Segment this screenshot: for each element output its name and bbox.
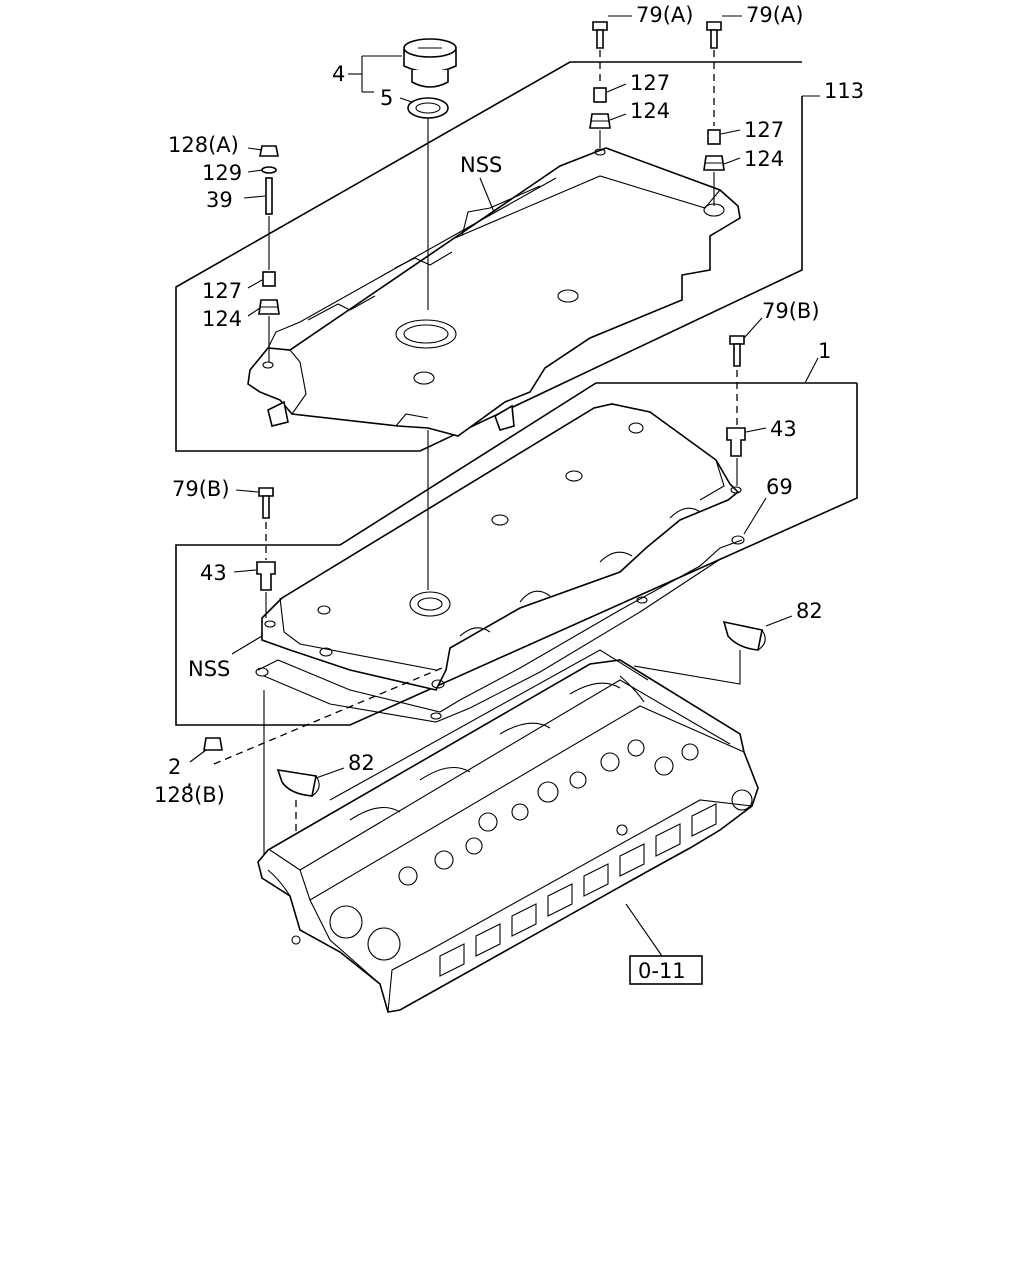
label-bolt-79b-right: 79(B) — [762, 299, 820, 323]
head-cover-bracket — [175, 382, 858, 726]
collar-127-right — [707, 129, 721, 145]
label-grommet-124-lower: 124 — [202, 307, 242, 331]
grommet-124-left — [589, 113, 611, 129]
label-reference-box: 0-11 — [638, 959, 686, 983]
label-cover-assembly: 113 — [824, 79, 864, 103]
cover-assembly-bracket — [175, 61, 803, 452]
bolt-79a-right — [706, 21, 722, 49]
label-spacer-43-left: 43 — [200, 561, 227, 585]
nut-128a — [259, 145, 279, 157]
label-cap: 4 — [332, 62, 345, 86]
label-grommet-124-right: 124 — [744, 147, 784, 171]
label-grommet-124-left: 124 — [630, 99, 670, 123]
cylinder-head-cover — [261, 403, 742, 691]
label-collar-127-left: 127 — [630, 71, 670, 95]
label-stud-39: 39 — [206, 188, 233, 212]
label-bolt-79b-left: 79(B) — [172, 477, 230, 501]
washer-129 — [261, 166, 277, 174]
label-nut-128b-index: 2 — [168, 755, 181, 779]
bolt-79b-right — [729, 335, 745, 367]
collar-127-left — [593, 87, 607, 103]
label-bolt-79a-left: 79(A) — [636, 3, 693, 27]
label-bolt-79a-right: 79(A) — [746, 3, 803, 27]
spacer-43-left — [256, 561, 276, 591]
bolt-79b-left — [258, 487, 274, 519]
engine-top-cover — [247, 147, 741, 437]
label-plug-82-left: 82 — [348, 751, 375, 775]
cylinder-head — [257, 649, 759, 1013]
grommet-124-lower — [258, 299, 280, 315]
label-washer-129: 129 — [202, 161, 242, 185]
label-nut-128b: 128(B) — [154, 783, 225, 807]
collar-127-lower — [262, 271, 276, 287]
label-head-cover: 1 — [818, 339, 831, 363]
label-collar-127-right: 127 — [744, 118, 784, 142]
reference-box — [629, 955, 703, 985]
oil-filler-seal — [407, 97, 449, 119]
label-plug-82-right: 82 — [796, 599, 823, 623]
label-nut-128a: 128(A) — [168, 133, 239, 157]
grommet-124-right — [703, 155, 725, 171]
label-nss-lower: NSS — [188, 657, 230, 681]
head-cover-gasket — [255, 535, 745, 723]
nut-128b — [203, 737, 223, 751]
semicircular-plug-right — [722, 620, 766, 651]
stud-39 — [265, 177, 273, 215]
label-collar-127-lower: 127 — [202, 279, 242, 303]
label-spacer-43-right: 43 — [770, 417, 797, 441]
semicircular-plug-left — [276, 769, 320, 797]
label-nut-128b-separator: , — [186, 767, 193, 791]
bolt-79a-left — [592, 21, 608, 49]
oil-filler-cap — [403, 38, 457, 88]
label-nss-upper: NSS — [460, 153, 502, 177]
label-cap-seal: 5 — [380, 86, 393, 110]
spacer-43-right — [726, 427, 746, 457]
label-gasket-69: 69 — [766, 475, 793, 499]
